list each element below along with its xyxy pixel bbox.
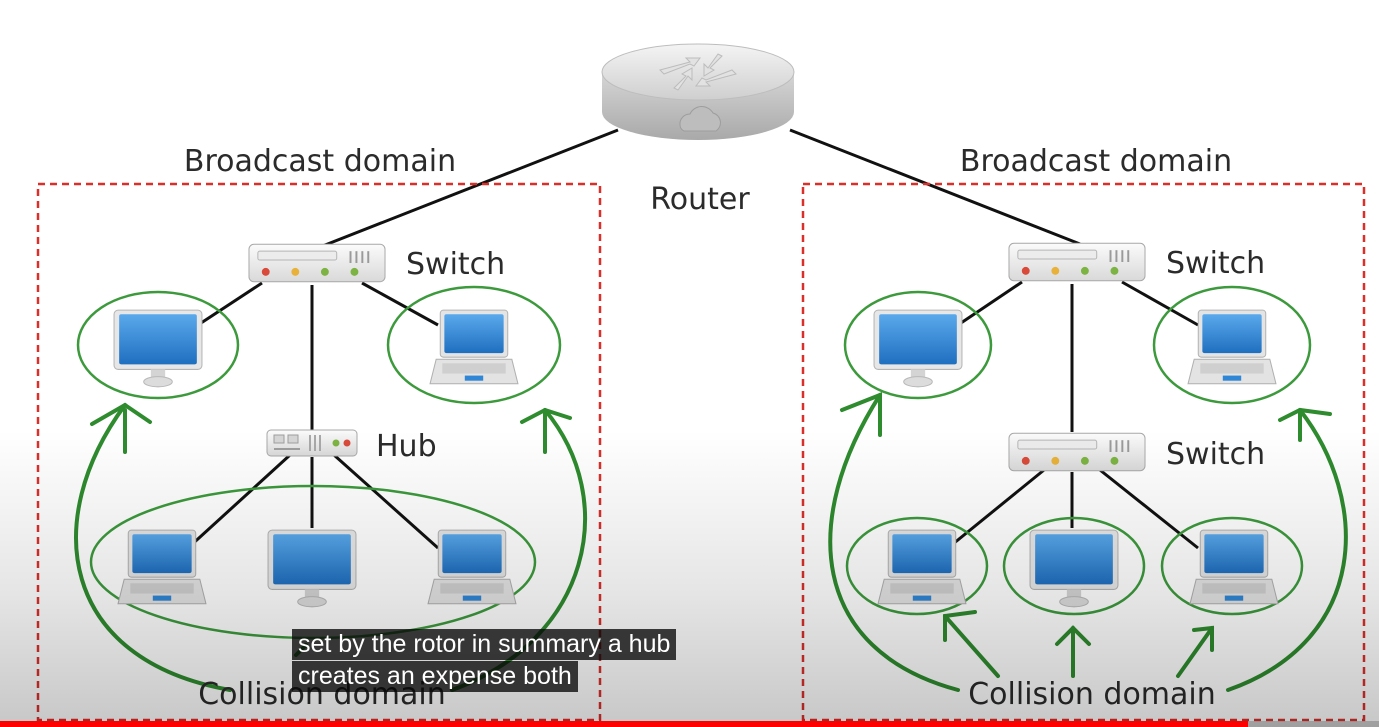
right-domain-arrow-outer-left xyxy=(828,393,960,692)
caption-line-2: creates an expense both xyxy=(292,661,578,692)
right-collision-ellipse-c xyxy=(1160,516,1304,616)
left-broadcast-domain-label: Broadcast domain xyxy=(184,144,456,179)
left-arrow-outer xyxy=(74,403,232,692)
hub-label: Hub xyxy=(376,429,437,464)
right-lower-laptop-left-icon xyxy=(877,529,967,605)
right-monitor-icon xyxy=(873,309,963,388)
left-collision-ellipse-laptop xyxy=(386,285,562,405)
right-domain-arrow-c xyxy=(1176,626,1214,678)
hub-monitor-icon xyxy=(267,529,357,608)
right-lower-monitor-icon xyxy=(1029,529,1119,608)
right-lower-switch-label: Switch xyxy=(1166,437,1265,472)
right-collision-domain-label: Collision domain xyxy=(968,677,1216,712)
right-switch-icon xyxy=(1008,242,1146,282)
left-monitor-icon xyxy=(113,309,203,388)
hub-icon xyxy=(266,429,358,457)
left-links xyxy=(186,281,439,550)
video-progress-fill xyxy=(0,721,1248,727)
left-broadcast-domain-boundary xyxy=(36,182,602,722)
right-collision-ellipse-laptop xyxy=(1152,285,1312,405)
left-switch-icon xyxy=(248,243,386,283)
right-domain-arrow-a xyxy=(943,614,1000,678)
left-switch-label: Switch xyxy=(406,247,505,282)
right-broadcast-domain-boundary xyxy=(801,182,1366,722)
caption-line-1: set by the rotor in summary a hub xyxy=(292,629,677,660)
right-laptop-icon xyxy=(1187,309,1277,385)
right-collision-ellipse-monitor xyxy=(843,290,993,400)
right-lower-laptop-right-icon xyxy=(1189,529,1279,605)
uplink-right xyxy=(789,128,1081,246)
left-collision-ellipse-monitor xyxy=(76,290,240,400)
right-broadcast-domain-label: Broadcast domain xyxy=(960,144,1232,179)
video-progress-bar[interactable] xyxy=(0,721,1379,727)
left-laptop-icon xyxy=(429,309,519,385)
right-lower-switch-icon xyxy=(1008,432,1146,472)
hub-laptop-left-icon xyxy=(117,529,207,605)
right-switch-label: Switch xyxy=(1166,246,1265,281)
hub-laptop-right-icon xyxy=(427,529,517,605)
router-icon xyxy=(601,43,795,140)
right-collision-ellipse-b xyxy=(1002,516,1146,616)
right-collision-ellipse-a xyxy=(845,516,989,616)
uplink-left xyxy=(319,128,619,249)
right-domain-arrow-outer-right xyxy=(1226,408,1348,692)
router-label: Router xyxy=(650,182,750,217)
